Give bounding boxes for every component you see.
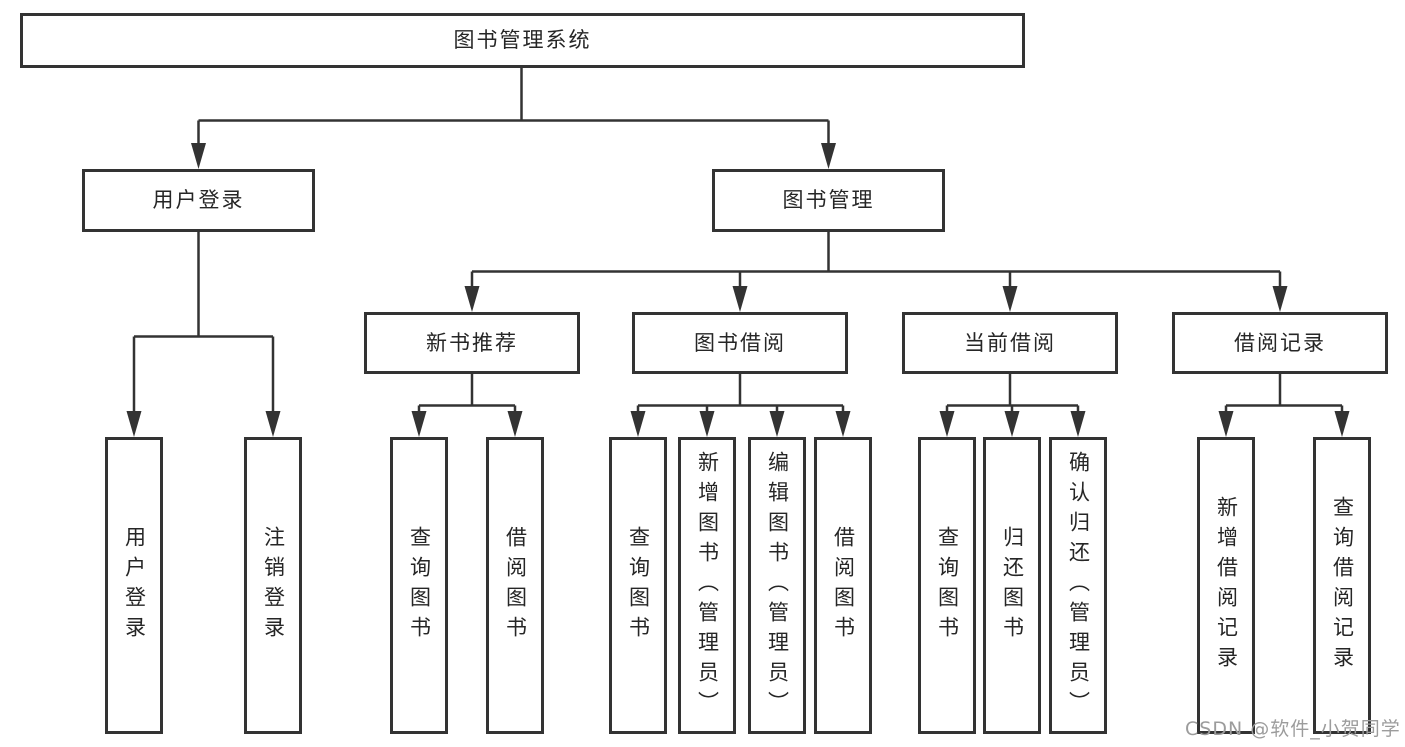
arrowhead: [939, 411, 955, 437]
leaf-borrow-books-recommend: 借阅图书: [486, 437, 544, 734]
leaf-add-borrow-record: 新增借阅记录: [1197, 437, 1255, 734]
arrowhead: [411, 411, 427, 437]
arrowhead: [769, 411, 785, 437]
node-borrow-records: 借阅记录: [1172, 312, 1388, 374]
arrowhead: [1272, 286, 1288, 312]
arrowhead: [191, 143, 206, 169]
arrowhead: [464, 286, 480, 312]
leaf-borrow-books: 借阅图书: [814, 437, 872, 734]
watermark-text: CSDN @软件_小贺同学: [1185, 718, 1401, 740]
arrowhead: [1334, 411, 1350, 437]
arrowhead: [732, 286, 748, 312]
leaf-confirm-return-admin: 确认归还（管理员）: [1049, 437, 1107, 734]
leaf-add-book-admin: 新增图书（管理员）: [678, 437, 736, 734]
arrowhead: [1218, 411, 1234, 437]
arrowhead: [821, 143, 836, 169]
arrowhead: [1004, 411, 1020, 437]
arrowhead: [126, 411, 142, 437]
leaf-query-books-borrow: 查询图书: [609, 437, 667, 734]
arrowhead: [1002, 286, 1018, 312]
leaf-query-books-recommend: 查询图书: [390, 437, 448, 734]
node-new-book-recommend: 新书推荐: [364, 312, 580, 374]
leaf-user-login: 用户登录: [105, 437, 163, 734]
arrowhead: [699, 411, 715, 437]
node-book-borrow: 图书借阅: [632, 312, 848, 374]
leaf-query-borrow-record: 查询借阅记录: [1313, 437, 1371, 734]
arrowhead: [1070, 411, 1086, 437]
arrowhead: [265, 411, 281, 437]
leaf-edit-book-admin: 编辑图书（管理员）: [748, 437, 806, 734]
leaf-query-books-current: 查询图书: [918, 437, 976, 734]
node-book-management: 图书管理: [712, 169, 945, 232]
node-user-login: 用户登录: [82, 169, 315, 232]
arrowhead: [835, 411, 851, 437]
connector-lines: [132, 68, 1344, 414]
leaf-logout: 注销登录: [244, 437, 302, 734]
arrowhead: [630, 411, 646, 437]
leaf-return-book: 归还图书: [983, 437, 1041, 734]
node-current-borrow: 当前借阅: [902, 312, 1118, 374]
node-library-system: 图书管理系统: [20, 13, 1025, 68]
arrowheads: [126, 143, 1350, 437]
arrowhead: [507, 411, 523, 437]
